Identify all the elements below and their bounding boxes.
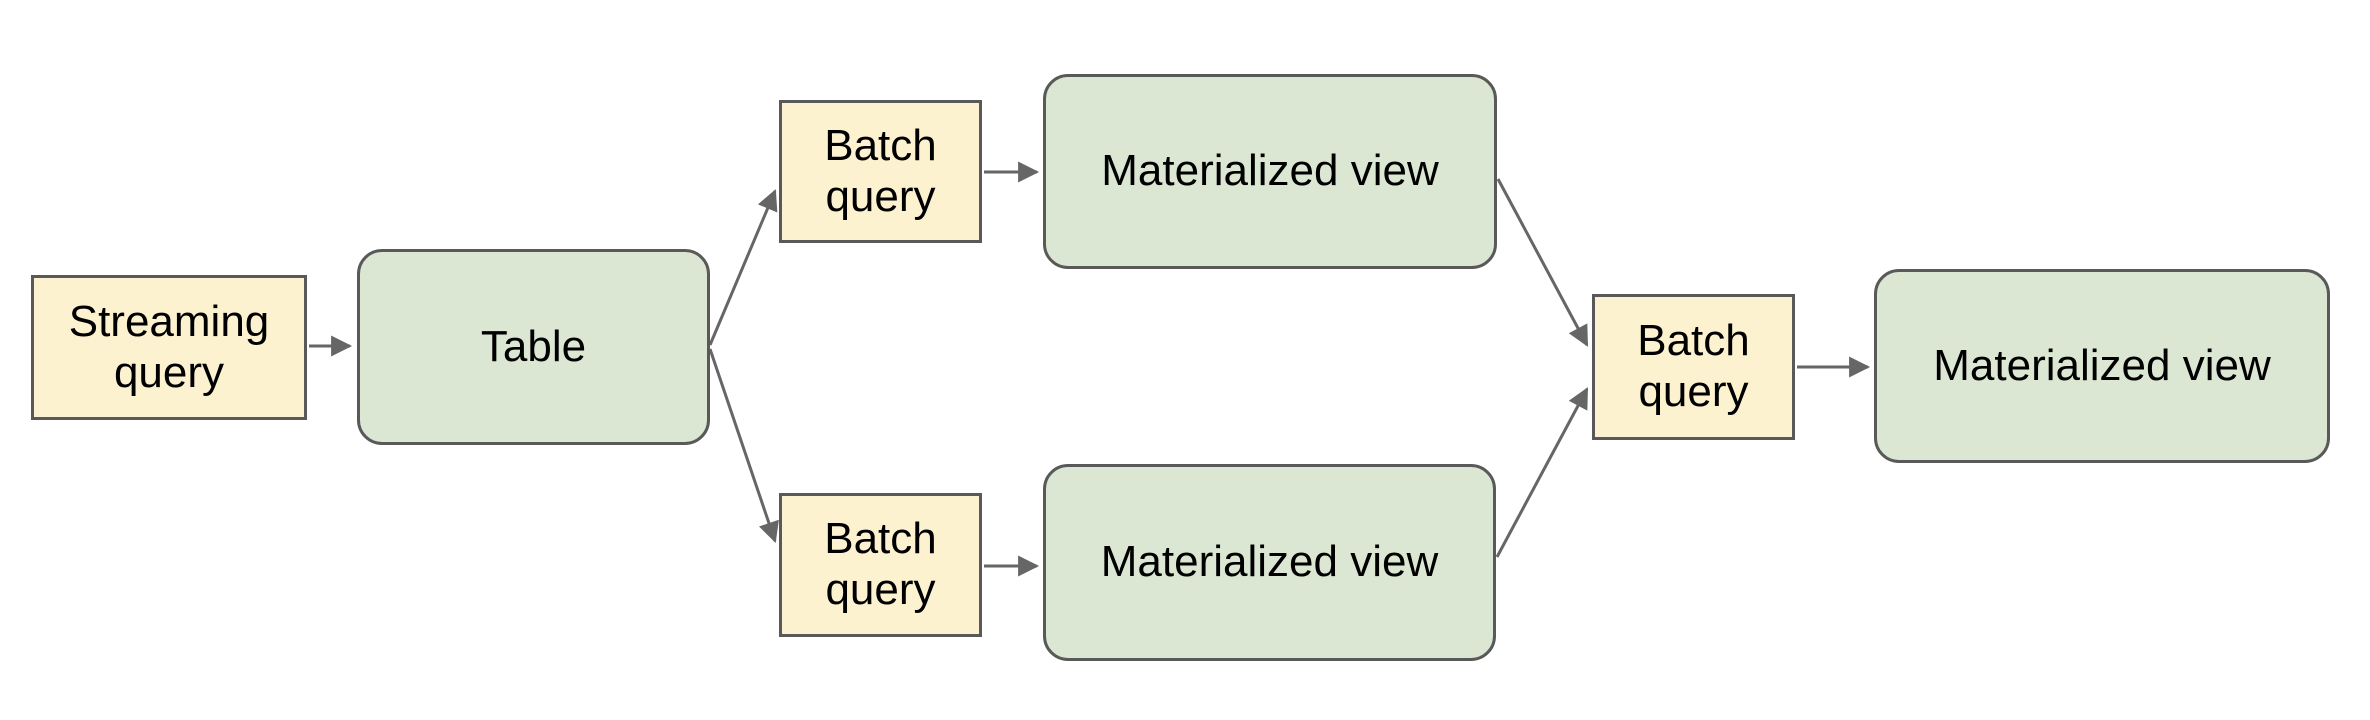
node-materialized-view-right-label: Materialized view [1933,340,2271,390]
connector-materialized-view-bottom-to-batch-query-right [1495,387,1589,558]
node-batch-query-top-label: Batch query [824,120,937,221]
node-batch-query-top: Batch query [779,100,982,243]
node-batch-query-bottom-label: Batch query [824,514,937,614]
node-batch-query-right-label: Batch query [1637,316,1750,416]
node-table-label: Table [480,321,587,371]
node-table: Table [357,249,710,445]
node-materialized-view-right: Materialized view [1874,269,2330,463]
node-batch-query-bottom: Batch query [779,493,982,637]
node-batch-query-right: Batch query [1592,294,1795,440]
node-streaming-query: Streaming query [31,275,307,420]
connector-table-to-batch-query-top [708,189,778,346]
connector-table-to-batch-query-bottom [708,348,779,543]
node-streaming-query-label: Streaming query [68,296,270,397]
node-materialized-view-top-label: Materialized view [1101,146,1439,196]
node-materialized-view-bottom: Materialized view [1043,464,1496,661]
connector-materialized-view-top-to-batch-query-right [1496,178,1589,347]
node-materialized-view-top: Materialized view [1043,74,1497,269]
node-materialized-view-bottom-label: Materialized view [1100,537,1439,587]
